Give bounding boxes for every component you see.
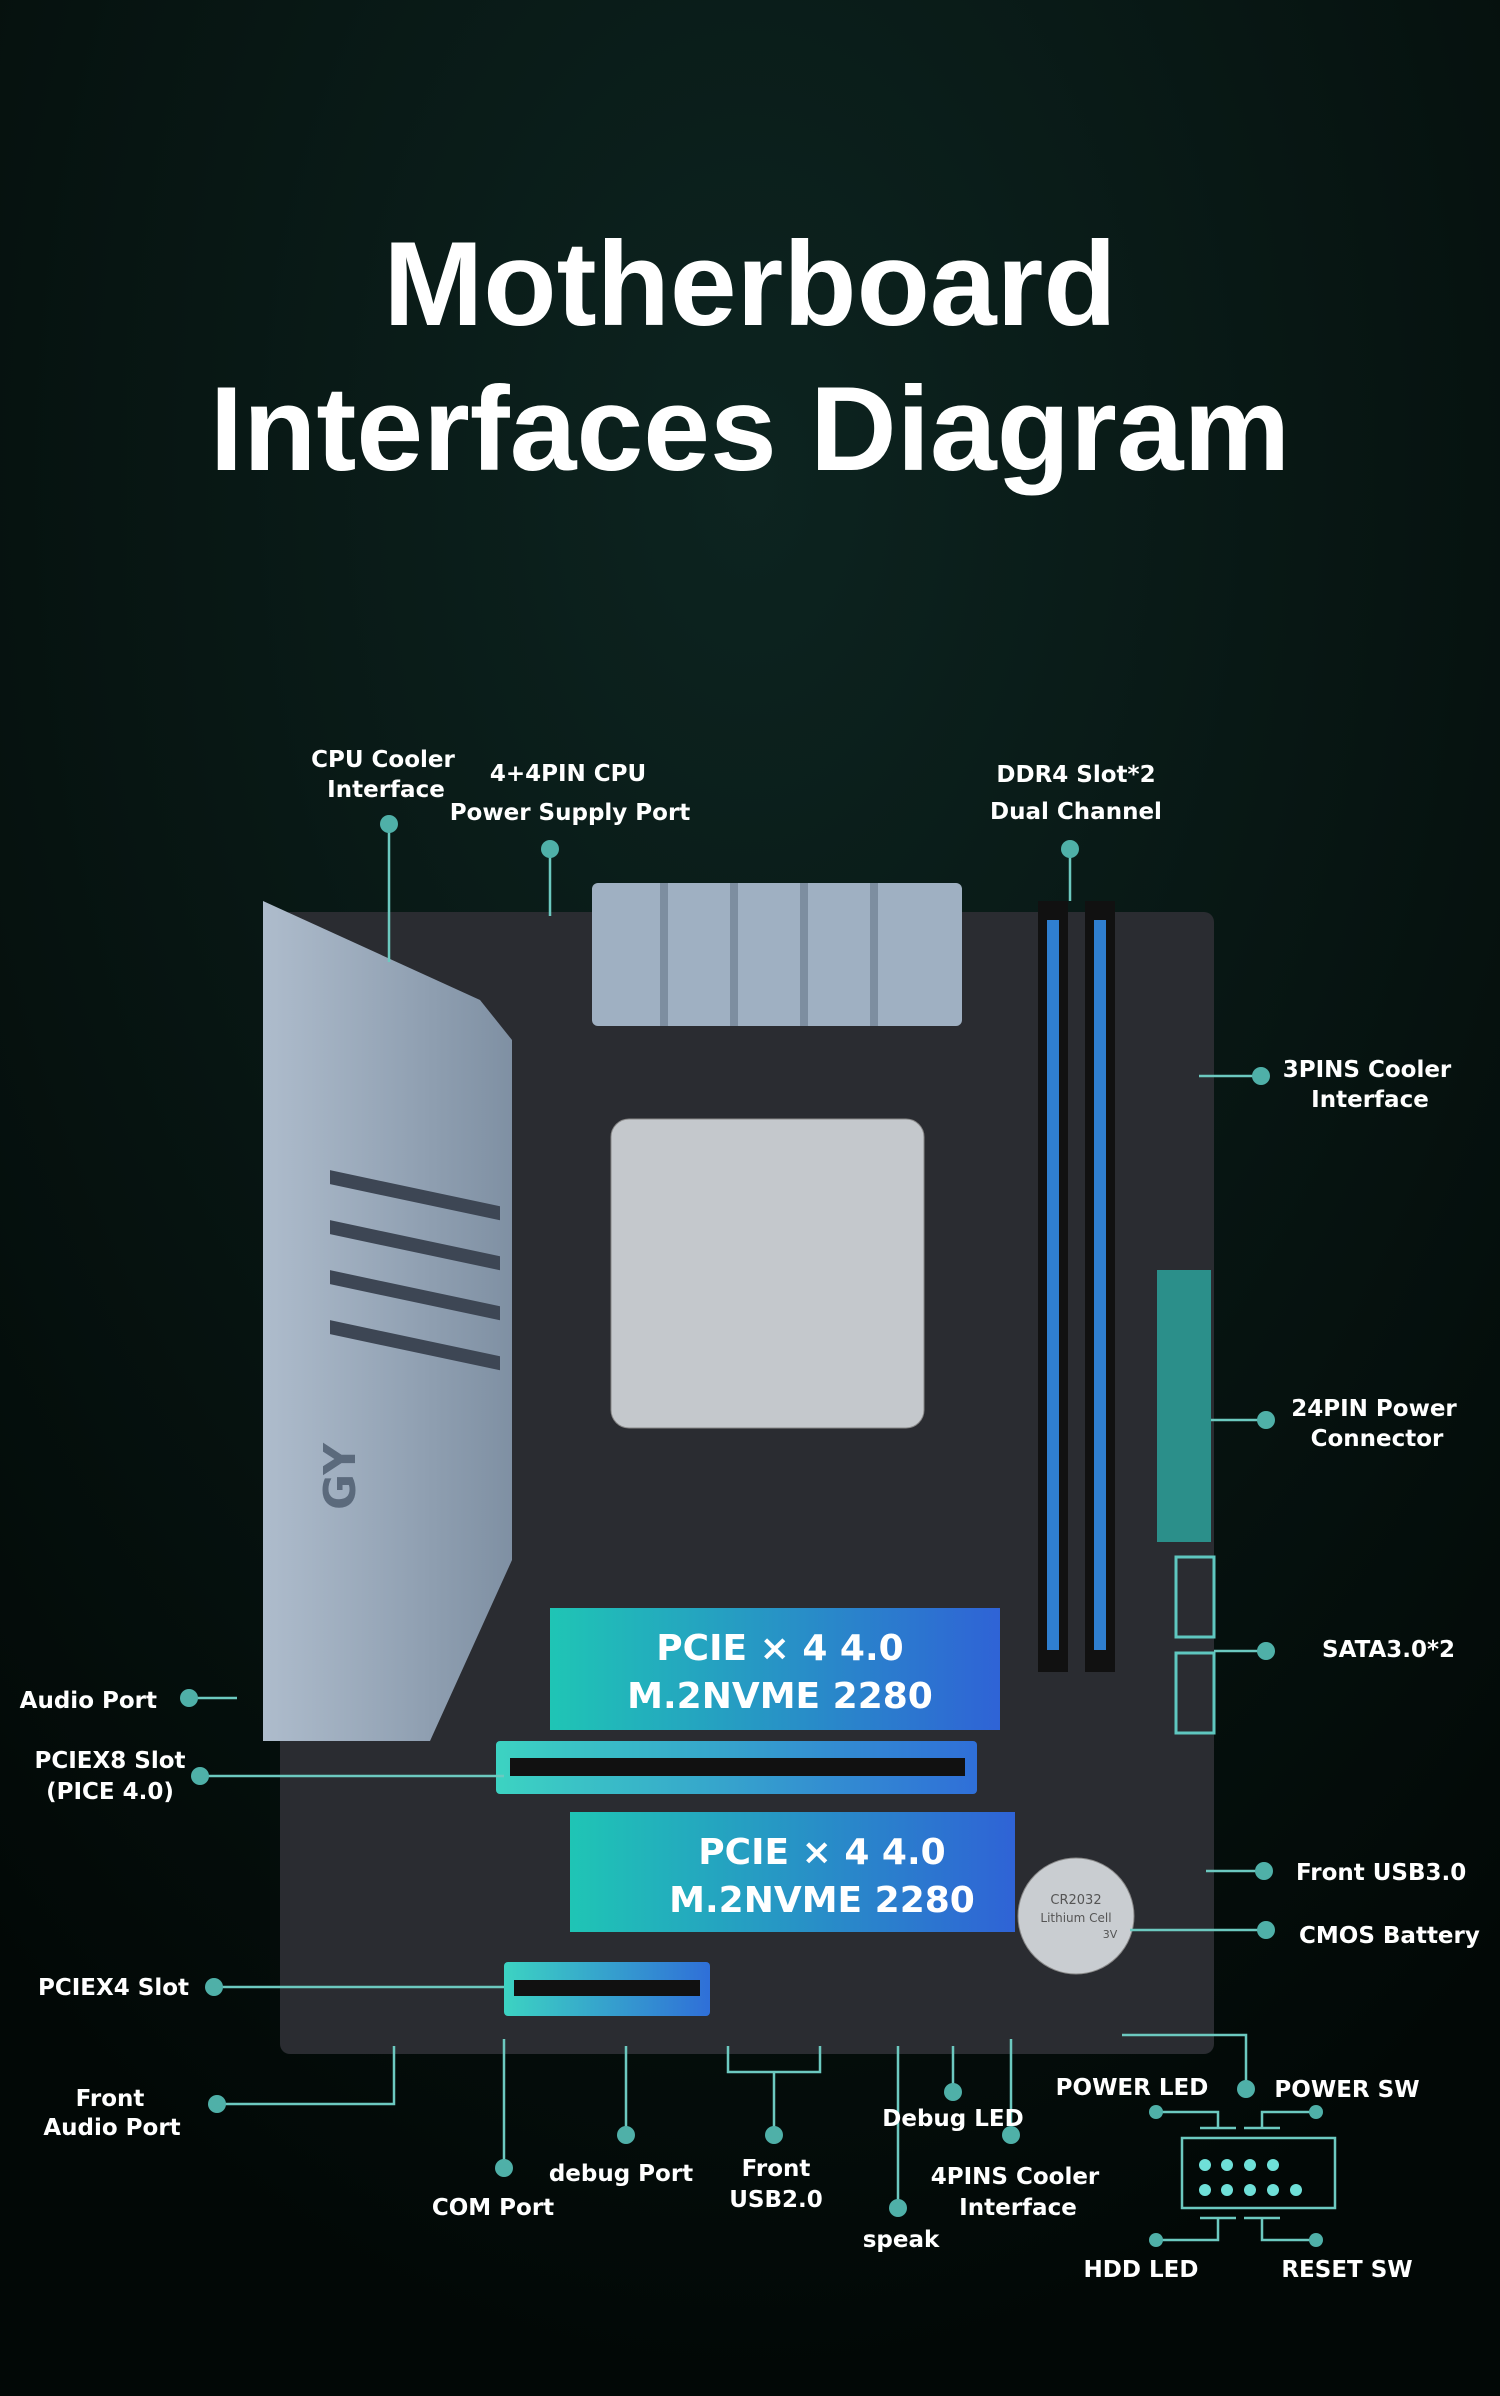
label-cpu-power-1: 4+4PIN CPU <box>490 761 646 787</box>
label-4pin-cooler-1: 4PINS Cooler <box>931 2164 1100 2190</box>
leader-lines <box>189 824 1337 2242</box>
label-debug-led: Debug LED <box>882 2106 1023 2132</box>
label-pciex8-2: (PICE 4.0) <box>46 1779 174 1805</box>
label-debug-port: debug Port <box>549 2161 693 2187</box>
label-3pin-cooler-2: Interface <box>1311 1087 1429 1113</box>
m2-top-line2: M.2NVME 2280 <box>627 1676 933 1717</box>
m2-top-line1: PCIE × 4 4.0 <box>656 1628 903 1669</box>
label-pciex4: PCIEX4 Slot <box>38 1975 189 2001</box>
label-cpu-power-2: Power Supply Port <box>450 800 691 826</box>
m2-slot-top <box>550 1608 1000 1730</box>
motherboard: GY PCIE × 4 4.0 M.2NVME 2280 PCIE × 4 4.… <box>263 883 1216 2054</box>
battery-text-3: 3V <box>1103 1928 1118 1941</box>
label-hdd-led: HDD LED <box>1084 2257 1199 2283</box>
label-3pin-cooler-1: 3PINS Cooler <box>1283 1057 1452 1083</box>
m2-slot-bottom <box>570 1812 1015 1932</box>
label-4pin-cooler-2: Interface <box>959 2195 1077 2221</box>
battery-text-1: CR2032 <box>1050 1893 1101 1908</box>
24pin-connector <box>1157 1270 1211 1542</box>
label-cmos: CMOS Battery <box>1299 1923 1480 1949</box>
m2-bottom-line2: M.2NVME 2280 <box>669 1880 975 1921</box>
label-speak: speak <box>863 2227 940 2253</box>
label-24pin-2: Connector <box>1311 1426 1444 1452</box>
front-panel-pins <box>1199 2159 1302 2196</box>
label-24pin-1: 24PIN Power <box>1291 1396 1457 1422</box>
title-line-2: Interfaces Diagram <box>210 362 1290 496</box>
label-front-usb2-1: Front <box>742 2156 811 2182</box>
title-line-1: Motherboard <box>383 217 1116 351</box>
ram-slots <box>1038 901 1115 1672</box>
label-front-audio-1: Front <box>76 2086 145 2112</box>
label-front-usb2-2: USB2.0 <box>729 2187 823 2213</box>
heatsink-logo: GY <box>315 1442 366 1510</box>
label-front-usb3: Front USB3.0 <box>1296 1860 1466 1886</box>
label-ddr4-1: DDR4 Slot*2 <box>996 762 1155 788</box>
m2-bottom-line1: PCIE × 4 4.0 <box>698 1832 945 1873</box>
label-ddr4-2: Dual Channel <box>990 799 1162 825</box>
cmos-battery <box>1017 1857 1135 1975</box>
labels: CPU Cooler Interface 4+4PIN CPU Power Su… <box>20 747 1480 2283</box>
front-panel-header <box>1180 2136 1337 2210</box>
label-com-port: COM Port <box>432 2195 554 2221</box>
label-cpu-cooler-2: Interface <box>327 777 445 803</box>
sata-port-1 <box>1174 1555 1216 1639</box>
vrm-heatsink-top <box>592 883 962 1026</box>
label-pciex8-1: PCIEX8 Slot <box>35 1748 186 1774</box>
leader-dots <box>180 815 1323 2247</box>
cpu-socket <box>610 1118 925 1429</box>
label-front-audio-2: Audio Port <box>43 2115 180 2141</box>
io-heatsink <box>263 901 512 1741</box>
battery-text-2: Lithium Cell <box>1040 1911 1111 1925</box>
label-reset-sw: RESET SW <box>1281 2257 1412 2283</box>
label-power-sw: POWER SW <box>1274 2077 1419 2103</box>
label-power-led: POWER LED <box>1056 2075 1209 2101</box>
label-cpu-cooler-1: CPU Cooler <box>311 747 455 773</box>
sata-port-2 <box>1174 1651 1216 1735</box>
label-audio-port: Audio Port <box>20 1688 157 1714</box>
label-sata: SATA3.0*2 <box>1322 1637 1455 1663</box>
